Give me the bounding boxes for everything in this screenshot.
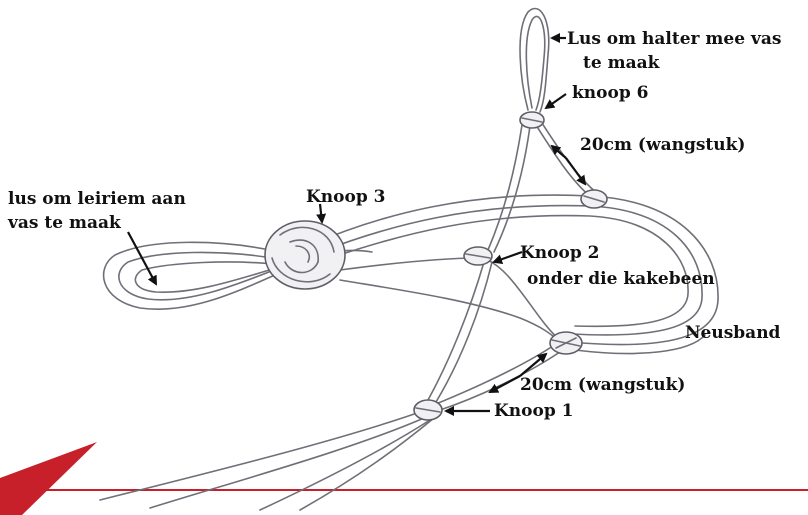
red-rule <box>0 489 808 491</box>
crown-loop-inner2 <box>329 214 689 328</box>
label-leiriem-2: vas te maak <box>7 213 122 233</box>
knot-1-shape <box>413 399 443 421</box>
labels: Lus om halter mee vas te maak knoop 6 20… <box>7 29 781 421</box>
label-knoop2-2: onder die kakebeen <box>527 269 715 289</box>
red-wedge <box>0 442 97 515</box>
arrow-wangstuk-bottom-1 <box>488 375 521 393</box>
crown-loop-outer <box>309 194 719 346</box>
noseband-lower <box>574 334 706 355</box>
nose-knot-shape <box>549 331 583 355</box>
cheek-strand-top-b <box>539 119 599 195</box>
lead-loop-outer <box>102 241 276 310</box>
label-leiriem-1: lus om leiriem aan <box>8 189 186 209</box>
rope-illustration <box>99 7 719 511</box>
nose-to-knot1 <box>435 343 557 405</box>
lead-tail-4 <box>299 417 435 511</box>
knot-2-shape <box>463 246 493 266</box>
knot-3-shape <box>264 220 346 290</box>
label-knoop6: knoop 6 <box>572 83 648 103</box>
arrow-leiriem <box>127 231 157 286</box>
crown-loop-inner <box>319 204 703 336</box>
cheek-strand-top <box>533 121 593 199</box>
label-lus-halter-2: te maak <box>583 53 661 73</box>
lead-loop-inner <box>118 251 275 301</box>
halter-loop <box>519 7 550 113</box>
throat-strand-b <box>339 279 563 345</box>
arrow-wangstuk-bottom-2 <box>519 352 548 377</box>
arrow-knoop2 <box>492 250 523 265</box>
label-neusband: Neusband <box>685 323 781 343</box>
arrow-knoop3 <box>316 203 327 224</box>
lead-loop-inner2 <box>134 261 277 293</box>
cheek-strand-left <box>487 124 523 251</box>
cheek-strand-left-b <box>493 125 531 253</box>
callout-arrows <box>127 33 587 416</box>
label-knoop3: Knoop 3 <box>306 187 385 207</box>
lead-tail-1 <box>99 411 421 501</box>
arrow-wangstuk-top-2 <box>565 157 587 186</box>
arrow-wangstuk-top-1 <box>550 144 567 159</box>
label-wangstuk-bottom: 20cm (wangstuk) <box>520 375 685 395</box>
label-knoop2-1: Knoop 2 <box>520 243 599 263</box>
knot-6-shape <box>519 111 545 129</box>
knot-top-right-shape <box>580 189 608 209</box>
label-wangstuk-top: 20cm (wangstuk) <box>580 135 745 155</box>
label-knoop1: Knoop 1 <box>494 401 573 421</box>
knot2-to-knot1 <box>427 261 485 401</box>
arrow-knoop6 <box>544 93 567 110</box>
brand-accent <box>0 442 808 515</box>
knot2-to-knot1-b <box>435 261 493 403</box>
label-lus-halter-1: Lus om halter mee vas <box>567 29 781 49</box>
halter-loop-inner <box>525 15 546 111</box>
lead-tail-3 <box>259 419 431 511</box>
lead-tail-2 <box>149 417 425 509</box>
